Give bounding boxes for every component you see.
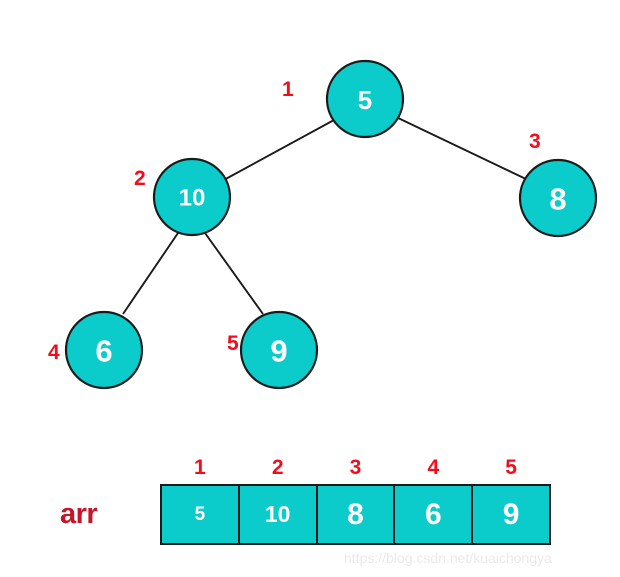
tree-edge-5-10 bbox=[221, 119, 335, 182]
tree-edges bbox=[122, 116, 529, 315]
tree-node-circle bbox=[239, 310, 319, 390]
array-cell-value: 6 bbox=[424, 497, 442, 531]
tree-node-circle bbox=[152, 157, 232, 237]
tree-node-5[interactable]: 5 bbox=[325, 59, 405, 139]
tree-edge-10-9 bbox=[204, 232, 264, 315]
tree-node-value: 9 bbox=[270, 334, 287, 369]
tree-node-circle bbox=[64, 310, 144, 390]
tree-node-value: 6 bbox=[95, 334, 112, 369]
array-cell-index: 2 bbox=[271, 456, 284, 479]
array-name-label: arr bbox=[60, 498, 98, 530]
array-cell-index: 5 bbox=[505, 456, 517, 479]
tree-node-value: 10 bbox=[179, 185, 206, 212]
array-cell-index: 3 bbox=[349, 456, 362, 479]
tree-node-index-4: 4 bbox=[48, 341, 60, 364]
tree-node-index-1: 1 bbox=[282, 78, 294, 101]
tree-node-value: 8 bbox=[549, 182, 566, 217]
tree-node-10[interactable]: 10 bbox=[152, 157, 232, 237]
tree-node-index-2: 2 bbox=[134, 167, 146, 190]
tree-node-6[interactable]: 6 bbox=[64, 310, 144, 390]
tree-edge-10-6 bbox=[122, 232, 179, 315]
tree-node-circle bbox=[518, 158, 598, 238]
watermark-text: https://blog.csdn.net/kuaichongya bbox=[344, 550, 552, 566]
tree-nodes: 5 10 8 6 9 bbox=[64, 59, 598, 390]
tree-node-circle bbox=[325, 59, 405, 139]
array-cell-value: 5 bbox=[194, 504, 206, 525]
array-cell-value: 9 bbox=[502, 497, 520, 531]
array-cell-index: 1 bbox=[194, 456, 206, 479]
array-cell-index: 4 bbox=[427, 456, 440, 479]
array-cell[interactable]: 2 10 bbox=[239, 457, 318, 543]
tree-node-index-5: 5 bbox=[227, 332, 239, 355]
tree-node-8[interactable]: 8 bbox=[518, 158, 598, 238]
tree-edge-5-8 bbox=[395, 116, 529, 181]
tree-node-value: 5 bbox=[358, 85, 372, 115]
tree-node-9[interactable]: 9 bbox=[239, 310, 319, 390]
array-cell-value: 10 bbox=[264, 501, 291, 527]
array-cell-value: 8 bbox=[347, 497, 364, 531]
tree-node-index-3: 3 bbox=[529, 130, 541, 153]
